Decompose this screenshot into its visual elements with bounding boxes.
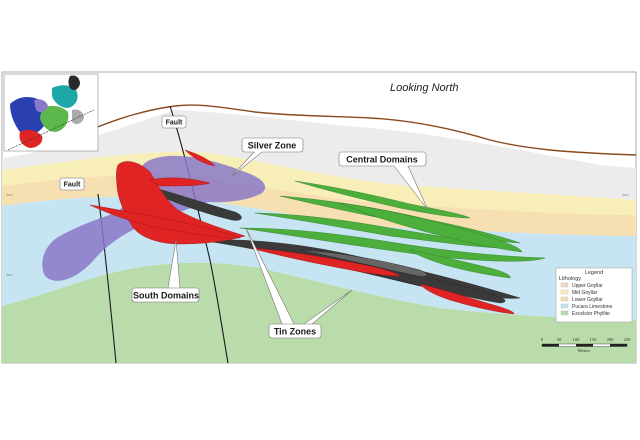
view-direction-title: Looking North bbox=[390, 82, 459, 94]
inset-purple-domain bbox=[34, 99, 48, 113]
scale-bar: 0 50 100 150 200 250 Metres bbox=[541, 337, 631, 353]
axis-tick: 4000 bbox=[6, 193, 13, 197]
topography-line bbox=[94, 104, 636, 156]
axis-tick: 4000 bbox=[622, 193, 629, 197]
legend-subtitle: Lithology bbox=[559, 276, 581, 282]
fault-label-upper: Fault bbox=[161, 115, 187, 129]
scale-tick-label: 200 bbox=[607, 337, 615, 342]
silver-zone-label: Silver Zone bbox=[248, 141, 297, 151]
fault-line-west bbox=[97, 193, 117, 363]
central-domains-label: Central Domains bbox=[346, 155, 418, 165]
inset-dark-domain bbox=[68, 75, 80, 91]
scale-tick-label: 150 bbox=[590, 337, 598, 342]
svg-text:Excelsior Phyllite: Excelsior Phyllite bbox=[572, 311, 610, 317]
upper-goyllar-unit bbox=[2, 110, 636, 200]
south-domains-label: South Domains bbox=[133, 291, 199, 301]
svg-text:Upper Goyllar: Upper Goyllar bbox=[572, 283, 603, 289]
svg-text:Pucara Limestone: Pucara Limestone bbox=[572, 304, 613, 310]
svg-text:Lower Goyllar: Lower Goyllar bbox=[572, 297, 603, 303]
legend-item: Mid Goyllar bbox=[560, 290, 598, 296]
scale-tick-label: 50 bbox=[557, 337, 562, 342]
legend-item: Lower Goyllar bbox=[560, 297, 603, 303]
legend-item: Upper Goyllar bbox=[560, 283, 603, 289]
svg-text:Mid Goyllar: Mid Goyllar bbox=[572, 290, 598, 296]
fault-line-east bbox=[169, 105, 229, 363]
central-domains-callout: Central Domains bbox=[338, 151, 429, 211]
inset-grey-domain bbox=[72, 109, 84, 125]
fault-label-lower: Fault bbox=[59, 177, 85, 191]
scale-unit-label: Metres bbox=[578, 348, 591, 353]
legend-item: Excelsior Phyllite bbox=[560, 311, 610, 317]
silver-zone-callout: Silver Zone bbox=[231, 137, 304, 177]
inset-map bbox=[3, 73, 99, 152]
svg-text:Fault: Fault bbox=[64, 182, 81, 189]
tin-zones-label: Tin Zones bbox=[274, 327, 316, 337]
legend-item: Pucara Limestone bbox=[560, 304, 613, 310]
south-domains-callout: South Domains bbox=[131, 239, 200, 303]
axis-tick: 3900 bbox=[6, 273, 13, 277]
scale-tick-label: 250 bbox=[624, 337, 632, 342]
south-domains-lenses bbox=[89, 149, 515, 315]
legend-title: Legend bbox=[585, 270, 603, 276]
tin-zones-callout: Tin Zones bbox=[245, 227, 353, 339]
inset-teal-domain bbox=[52, 85, 78, 108]
scale-tick-label: 0 bbox=[541, 337, 544, 342]
svg-text:Fault: Fault bbox=[166, 120, 183, 127]
scale-tick-label: 100 bbox=[573, 337, 581, 342]
lithology-legend: Legend Lithology Upper Goyllar Mid Goyll… bbox=[555, 267, 633, 323]
central-domains-lenses bbox=[239, 180, 546, 279]
inset-red-domain bbox=[19, 129, 43, 148]
